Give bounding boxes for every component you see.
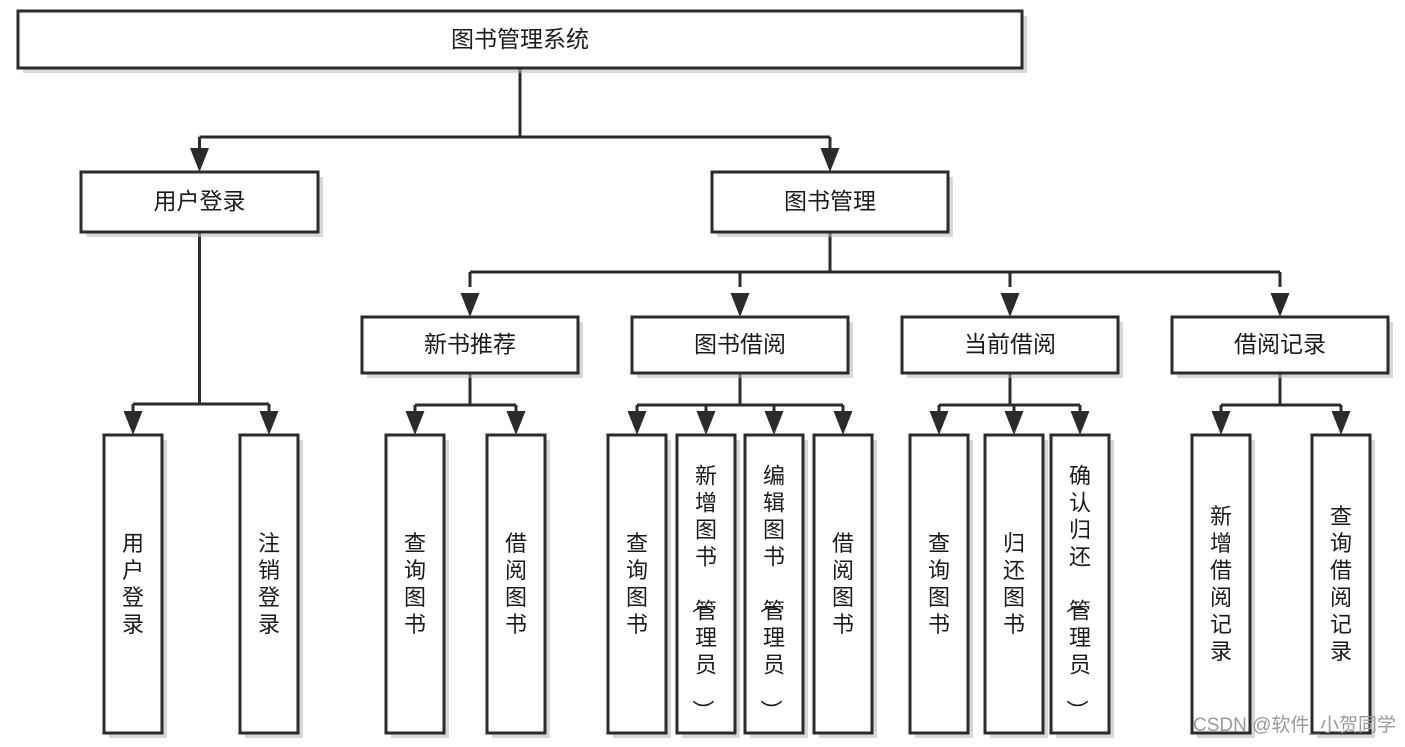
current-borrow-box — [900, 315, 1120, 375]
node-root[interactable]: 图书管理系统 — [16, 9, 1027, 73]
leaf-borrow-book-2-box — [812, 433, 874, 735]
arrow-leaf-add-book-admin — [696, 411, 716, 435]
node-leaf-return-book[interactable]: 归还图书 — [983, 433, 1048, 738]
borrow-record-box — [1170, 315, 1390, 375]
arrow-leaf-query-borrow-record — [1331, 411, 1351, 435]
arrow-leaf-borrow-book-2 — [833, 411, 853, 435]
leaf-confirm-return-admin-box — [1049, 433, 1111, 735]
leaf-user-login-box — [102, 433, 164, 735]
root-box — [16, 9, 1024, 70]
leaf-user-logout-label: 注销登录 — [258, 531, 280, 637]
arrow-to-book-manage — [820, 148, 840, 172]
leaf-add-borrow-record-box — [1190, 433, 1252, 735]
leaf-query-borrow-record-box — [1310, 433, 1372, 735]
leaf-edit-book-admin-label: 编辑图书（管理员） — [758, 464, 785, 722]
arrow-leaf-user-login — [123, 411, 143, 435]
node-leaf-borrow-book-1[interactable]: 借阅图书 — [485, 433, 550, 738]
csdn-watermark: CSDN @软件_小贺同学 — [1193, 714, 1396, 736]
book-borrow-label: 图书借阅 — [694, 331, 786, 357]
leaf-edit-book-admin-box — [743, 433, 805, 735]
node-leaf-confirm-return-admin[interactable]: 确认归还（管理员） — [1049, 433, 1114, 738]
new-book-recommend-label: 新书推荐 — [424, 331, 516, 357]
leaf-query-book-1-label: 查询图书 — [404, 531, 426, 637]
arrow-to-book-borrow — [730, 293, 750, 317]
leaf-nodes: 用户登录 注销登录 查询图书 借阅图书 查询图书 新增图书（管理员） 编辑图书（管理员） 借阅… — [102, 433, 1375, 738]
arrow-to-borrow-record — [1270, 293, 1290, 317]
node-user-login[interactable]: 用户登录 — [79, 170, 323, 237]
leaf-confirm-return-admin-label: 确认归还（管理员） — [1064, 464, 1091, 722]
leaf-add-borrow-record-label: 新增借阅记录 — [1210, 504, 1232, 664]
leaf-borrow-book-1-box — [485, 433, 547, 735]
arrow-leaf-query-book-3 — [929, 411, 949, 435]
user-login-label: 用户登录 — [154, 188, 246, 214]
leaf-return-book-label: 归还图书 — [1003, 531, 1025, 637]
current-borrow-label: 当前借阅 — [964, 331, 1056, 357]
borrow-record-label: 借阅记录 — [1234, 331, 1326, 357]
node-new-book-recommend[interactable]: 新书推荐 — [360, 315, 583, 378]
arrow-leaf-user-logout — [259, 411, 279, 435]
arrow-leaf-query-book-2 — [627, 411, 647, 435]
arrow-to-current-borrow — [1000, 293, 1020, 317]
leaf-query-book-1-box — [384, 433, 446, 735]
arrow-leaf-return-book — [1004, 411, 1024, 435]
node-leaf-edit-book-admin[interactable]: 编辑图书（管理员） — [743, 433, 808, 738]
node-leaf-borrow-book-2[interactable]: 借阅图书 — [812, 433, 877, 738]
node-leaf-add-borrow-record[interactable]: 新增借阅记录 — [1190, 433, 1255, 738]
arrow-to-user-login — [190, 148, 209, 172]
leaf-query-borrow-record-label: 查询借阅记录 — [1330, 504, 1352, 664]
node-leaf-query-book-3[interactable]: 查询图书 — [908, 433, 973, 738]
node-book-borrow[interactable]: 图书借阅 — [630, 315, 853, 378]
book-manage-box — [710, 170, 950, 234]
leaf-return-book-box — [983, 433, 1045, 735]
node-book-manage[interactable]: 图书管理 — [710, 170, 953, 237]
user-login-box — [79, 170, 320, 234]
arrow-leaf-borrow-book-1 — [506, 411, 526, 435]
new-book-recommend-box — [360, 315, 580, 375]
leaf-borrow-book-2-label: 借阅图书 — [832, 531, 854, 637]
book-manage-label: 图书管理 — [784, 188, 876, 214]
leaf-user-logout-box — [238, 433, 300, 735]
node-current-borrow[interactable]: 当前借阅 — [900, 315, 1123, 378]
leaf-query-book-3-box — [908, 433, 970, 735]
arrow-leaf-edit-book-admin — [764, 411, 784, 435]
node-borrow-record[interactable]: 借阅记录 — [1170, 315, 1393, 378]
leaf-add-book-admin-label: 新增图书（管理员） — [690, 464, 717, 722]
book-borrow-box — [630, 315, 850, 375]
node-leaf-user-logout[interactable]: 注销登录 — [238, 433, 303, 738]
node-leaf-query-borrow-record[interactable]: 查询借阅记录 — [1310, 433, 1375, 738]
leaf-user-login-label: 用户登录 — [122, 531, 144, 637]
arrow-leaf-query-book-1 — [405, 411, 425, 435]
leaf-query-book-3-label: 查询图书 — [928, 531, 950, 637]
leaf-borrow-book-1-label: 借阅图书 — [505, 531, 527, 637]
leaf-query-book-2-label: 查询图书 — [626, 531, 648, 637]
edge-layer — [123, 68, 1351, 435]
arrow-to-new-book-recommend — [460, 293, 480, 317]
node-layer: 图书管理系统 用户登录 图书管理 新书推荐 — [16, 9, 1393, 738]
node-leaf-add-book-admin[interactable]: 新增图书（管理员） — [675, 433, 740, 738]
leaf-add-book-admin-box — [675, 433, 737, 735]
node-leaf-query-book-1[interactable]: 查询图书 — [384, 433, 449, 738]
arrow-leaf-confirm-return-admin — [1070, 411, 1090, 435]
node-leaf-query-book-2[interactable]: 查询图书 — [606, 433, 671, 738]
root-label: 图书管理系统 — [451, 26, 589, 52]
arrow-leaf-add-borrow-record — [1211, 411, 1231, 435]
leaf-query-book-2-box — [606, 433, 668, 735]
node-leaf-user-login[interactable]: 用户登录 — [102, 433, 167, 738]
